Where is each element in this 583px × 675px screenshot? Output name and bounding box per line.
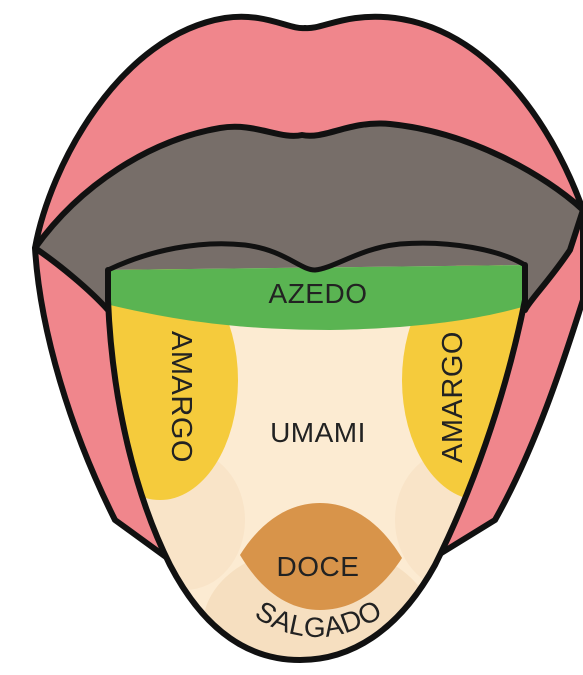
label-umami: UMAMI xyxy=(270,417,366,448)
label-bitter-right: AMARGO xyxy=(437,331,469,463)
label-sweet: DOCE xyxy=(277,551,360,582)
label-bitter-left: AMARGO xyxy=(165,331,197,463)
label-sour: AZEDO xyxy=(269,278,368,309)
